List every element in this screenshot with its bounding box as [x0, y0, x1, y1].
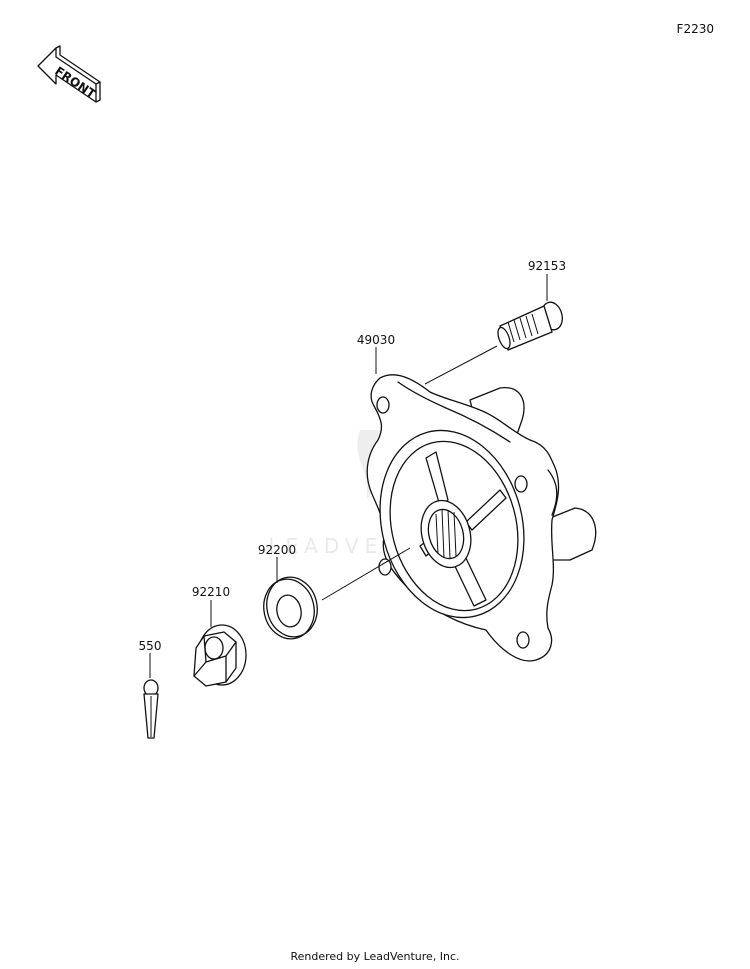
- flange-nut-part[interactable]: [193, 624, 247, 687]
- part-label-92210[interactable]: 92210: [192, 585, 230, 599]
- cotter-pin-part[interactable]: [143, 679, 159, 739]
- diagram-code: F2230: [676, 22, 714, 36]
- hub-part[interactable]: [360, 374, 597, 662]
- front-arrow-icon: FRONT: [37, 45, 101, 103]
- washer-part[interactable]: [258, 572, 322, 643]
- stud-guide-line: [424, 345, 498, 385]
- part-label-92153[interactable]: 92153: [528, 259, 566, 273]
- part-label-49030[interactable]: 49030: [357, 333, 395, 347]
- axle-guide-line: [321, 547, 411, 601]
- part-label-550[interactable]: 550: [139, 639, 162, 653]
- wheel-stud-part[interactable]: [496, 300, 566, 351]
- footer-credit: Rendered by LeadVenture, Inc.: [290, 950, 460, 963]
- part-label-92200[interactable]: 92200: [258, 543, 296, 557]
